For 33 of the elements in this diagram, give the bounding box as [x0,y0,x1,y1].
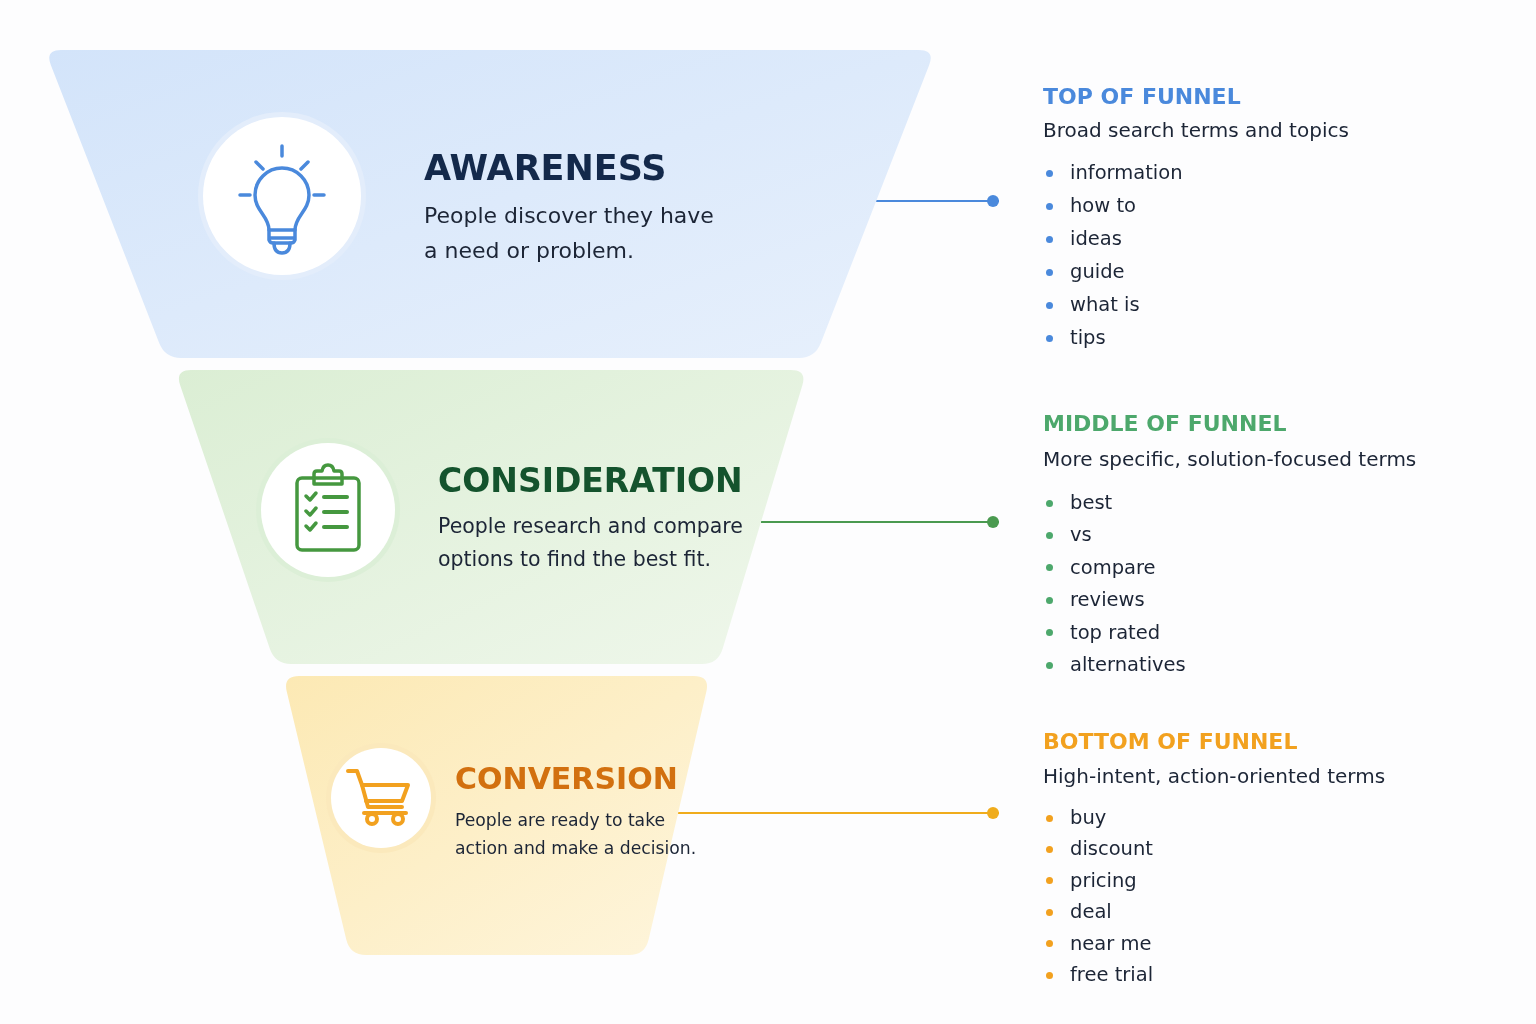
keyword-item: discount [1070,836,1153,863]
stage-description: People research and compare options to find the best fit. [438,513,744,573]
stage-title: CONVERSION [455,761,678,797]
keyword-item: how to [1070,193,1136,219]
stage-description: People discover they have a need or problem. [424,202,715,265]
keyword-item: ideas [1070,226,1122,252]
keyword-item: compare [1070,554,1156,581]
connector-line [760,516,1000,528]
keyword-item: information [1070,160,1183,186]
keyword-item: reviews [1070,587,1145,614]
keyword-item: top rated [1070,619,1161,646]
stage-description: People are ready to take action and make a decision. [455,809,698,860]
keyword-item: free trial [1070,962,1154,988]
section-heading: BOTTOM OF FUNNEL [1043,728,1298,756]
keyword-item: vs [1070,522,1092,549]
keyword-item: pricing [1070,867,1137,894]
section-heading: TOP OF FUNNEL [1043,83,1241,111]
section-subtitle: More specific, solution-focused terms [1043,446,1417,473]
keyword-item: near me [1070,930,1152,957]
keyword-item: best [1070,490,1113,516]
stage-title: CONSIDERATION [438,461,743,501]
keyword-item: deal [1070,899,1112,926]
stage-title: AWARENESS [424,147,667,189]
keyword-item: tips [1070,325,1106,351]
keyword-item: guide [1070,259,1125,285]
keyword-item: buy [1070,805,1107,831]
keyword-item: what is [1070,292,1140,318]
section-heading: MIDDLE OF FUNNEL [1043,410,1287,438]
connector-line [677,807,1000,819]
section-subtitle: Broad search terms and topics [1043,117,1349,144]
keyword-item: alternatives [1070,652,1186,678]
connector-line [875,195,1000,207]
section-subtitle: High-intent, action-oriented terms [1043,763,1386,790]
